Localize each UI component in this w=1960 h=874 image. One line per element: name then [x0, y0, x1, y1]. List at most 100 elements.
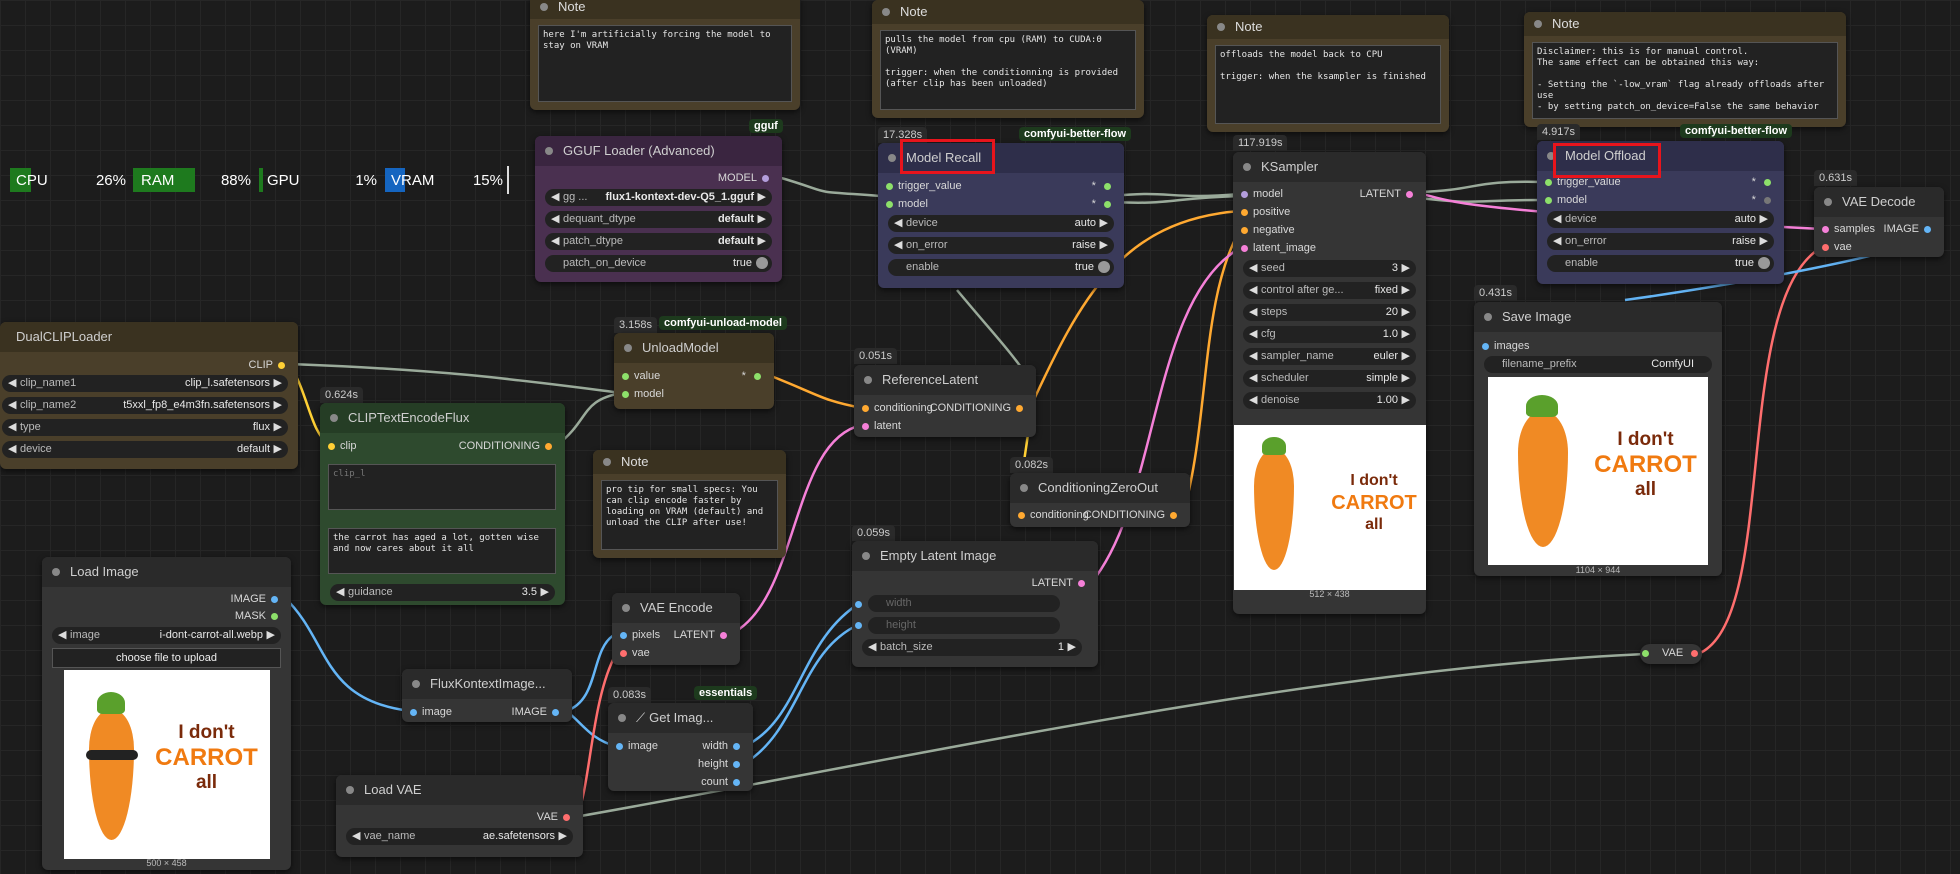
- toggle-knob-icon[interactable]: [1758, 257, 1770, 270]
- image-output-socket[interactable]: [1924, 225, 1931, 233]
- collapse-dot-icon[interactable]: [545, 147, 553, 155]
- clip-input-socket[interactable]: [328, 442, 335, 450]
- note-node[interactable]: Note pro tip for small specs: You can cl…: [593, 450, 786, 558]
- conditioning-output-socket[interactable]: [1170, 511, 1177, 519]
- arrow-left-icon[interactable]: ◀: [352, 830, 361, 842]
- clip-l-textarea[interactable]: clip_l: [328, 464, 556, 510]
- arrow-left-icon[interactable]: ◀: [1249, 350, 1258, 362]
- collapse-dot-icon[interactable]: [1547, 152, 1555, 160]
- pixels-input-socket[interactable]: [620, 631, 627, 639]
- arrow-left-icon[interactable]: ◀: [1249, 372, 1258, 384]
- note-text[interactable]: offloads the model back to CPU trigger: …: [1215, 45, 1441, 124]
- width-widget[interactable]: width: [868, 595, 1060, 612]
- note-text[interactable]: here I'm artificially forcing the model …: [538, 25, 792, 102]
- arrow-left-icon[interactable]: ◀: [1249, 262, 1258, 274]
- trigger-input-socket[interactable]: [886, 182, 893, 190]
- arrow-right-icon[interactable]: ▶: [1401, 394, 1410, 406]
- count-output-socket[interactable]: [733, 778, 740, 786]
- samples-input-socket[interactable]: [1822, 225, 1829, 233]
- conditioning-input-socket[interactable]: [1018, 511, 1025, 519]
- model-output-socket[interactable]: [762, 174, 769, 182]
- arrow-right-icon[interactable]: ▶: [1401, 350, 1410, 362]
- note-text[interactable]: pro tip for small specs: You can clip en…: [601, 480, 778, 550]
- collapse-dot-icon[interactable]: [540, 3, 548, 11]
- trigger-output-socket[interactable]: [1104, 182, 1111, 190]
- arrow-right-icon[interactable]: ▶: [266, 629, 275, 641]
- vae-output-socket[interactable]: [563, 813, 570, 821]
- collapse-dot-icon[interactable]: [882, 8, 890, 16]
- latent-input-socket[interactable]: [862, 422, 869, 430]
- width-input-socket[interactable]: [855, 601, 862, 608]
- model-output-socket[interactable]: [1104, 200, 1111, 208]
- arrow-right-icon[interactable]: ▶: [757, 213, 766, 225]
- arrow-left-icon[interactable]: ◀: [1553, 213, 1562, 225]
- arrow-left-icon[interactable]: ◀: [868, 641, 877, 653]
- arrow-left-icon[interactable]: ◀: [1553, 235, 1562, 247]
- value-output-socket[interactable]: [754, 372, 761, 380]
- arrow-right-icon[interactable]: ▶: [757, 235, 766, 247]
- conditioning-output-socket[interactable]: [1016, 404, 1023, 412]
- arrow-left-icon[interactable]: ◀: [336, 586, 345, 598]
- trigger-input-socket[interactable]: [1545, 178, 1552, 186]
- upload-button[interactable]: choose file to upload: [52, 648, 281, 668]
- image-output-socket[interactable]: [271, 595, 278, 603]
- collapse-dot-icon[interactable]: [624, 344, 632, 352]
- trigger-output-socket[interactable]: [1764, 178, 1771, 186]
- latent-output-socket[interactable]: [720, 631, 727, 639]
- arrow-left-icon[interactable]: ◀: [551, 191, 560, 203]
- latent-image-input-socket[interactable]: [1241, 244, 1248, 252]
- image-output-socket[interactable]: [552, 708, 559, 716]
- note-node[interactable]: Note offloads the model back to CPU trig…: [1207, 15, 1449, 132]
- arrow-right-icon[interactable]: ▶: [1401, 284, 1410, 296]
- arrow-left-icon[interactable]: ◀: [551, 213, 560, 225]
- arrow-right-icon[interactable]: ▶: [540, 586, 549, 598]
- conditioning-output-socket[interactable]: [545, 442, 552, 450]
- vae-input-socket[interactable]: [1822, 243, 1829, 251]
- arrow-right-icon[interactable]: ▶: [757, 191, 766, 203]
- model-output-socket[interactable]: [1764, 196, 1771, 204]
- arrow-right-icon[interactable]: ▶: [273, 443, 282, 455]
- reroute-input-socket[interactable]: [1642, 650, 1649, 657]
- arrow-right-icon[interactable]: ▶: [1099, 217, 1108, 229]
- arrow-right-icon[interactable]: ▶: [1759, 235, 1768, 247]
- collapse-dot-icon[interactable]: [1217, 23, 1225, 31]
- height-widget[interactable]: height: [868, 617, 1060, 634]
- collapse-dot-icon[interactable]: [622, 604, 630, 612]
- images-input-socket[interactable]: [1482, 342, 1489, 350]
- arrow-left-icon[interactable]: ◀: [8, 377, 17, 389]
- vae-reroute-node[interactable]: VAE: [1640, 644, 1702, 664]
- empty-latent-image-node[interactable]: Empty Latent Image LATENT width height ◀…: [852, 541, 1098, 667]
- arrow-left-icon[interactable]: ◀: [58, 629, 67, 641]
- vae-input-socket[interactable]: [620, 649, 627, 657]
- arrow-right-icon[interactable]: ▶: [273, 377, 282, 389]
- image-input-socket[interactable]: [616, 742, 623, 750]
- collapse-dot-icon[interactable]: [1020, 484, 1028, 492]
- value-input-socket[interactable]: [622, 372, 629, 380]
- note-text[interactable]: Disclaimer: this is for manual control. …: [1532, 42, 1838, 119]
- note-node[interactable]: Note Disclaimer: this is for manual cont…: [1524, 12, 1846, 127]
- control-after-generate-widget[interactable]: ◀control after ge...fixed▶: [1243, 282, 1416, 299]
- arrow-left-icon[interactable]: ◀: [1249, 306, 1258, 318]
- arrow-right-icon[interactable]: ▶: [273, 421, 282, 433]
- arrow-left-icon[interactable]: ◀: [1249, 394, 1258, 406]
- arrow-right-icon[interactable]: ▶: [558, 830, 567, 842]
